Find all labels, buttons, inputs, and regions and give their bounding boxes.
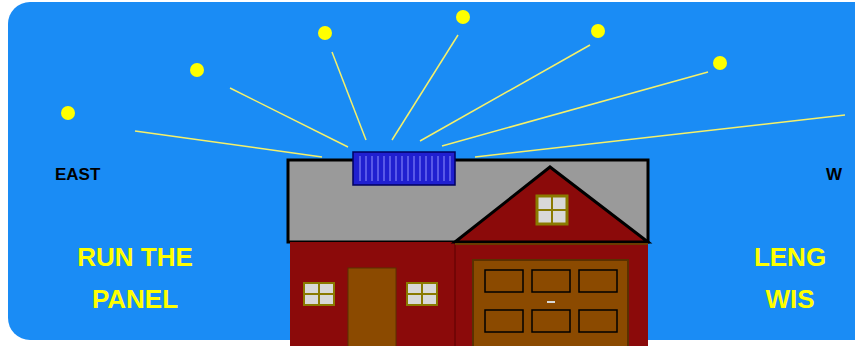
garage-panel xyxy=(579,270,617,292)
sun-dot xyxy=(318,26,332,40)
sun-dot xyxy=(456,10,470,24)
window-bar xyxy=(407,293,437,295)
garage-panel xyxy=(532,270,570,292)
garage-handle xyxy=(547,301,555,303)
sun-dot xyxy=(713,56,727,70)
solar-panel xyxy=(353,152,455,185)
panel-cells xyxy=(360,156,450,181)
sun-positions xyxy=(61,10,727,120)
house-window xyxy=(407,283,437,305)
garage-panels xyxy=(485,270,617,332)
sun-dot xyxy=(190,63,204,77)
window-bar xyxy=(537,209,567,211)
gable xyxy=(455,167,648,242)
house-wall xyxy=(290,242,648,346)
garage-panel xyxy=(485,270,523,292)
sun-ray xyxy=(230,88,348,147)
wall-seam xyxy=(455,242,456,346)
sun-ray xyxy=(475,115,845,157)
window-bar xyxy=(304,293,334,295)
sun-ray xyxy=(420,45,590,141)
sun-dot xyxy=(61,106,75,120)
gable-base xyxy=(455,243,648,245)
garage-panel xyxy=(532,310,570,332)
sun-ray xyxy=(332,52,366,140)
sun-ray xyxy=(135,131,322,157)
direction-label: W xyxy=(826,155,855,195)
sun-rays xyxy=(135,35,845,157)
garage-panel xyxy=(485,310,523,332)
sun-dot xyxy=(591,24,605,38)
garage-panel xyxy=(579,310,617,332)
direction-label: EAST xyxy=(55,155,135,195)
gable-window xyxy=(537,196,567,224)
roof xyxy=(288,160,648,242)
sky-background xyxy=(8,2,855,340)
house-window xyxy=(304,283,334,305)
garage-door xyxy=(473,260,628,346)
door xyxy=(348,268,396,346)
instruction-text: LENG WIS xyxy=(740,236,840,320)
sun-ray xyxy=(392,35,458,140)
instruction-text: RUN THE PANEL xyxy=(60,236,210,320)
